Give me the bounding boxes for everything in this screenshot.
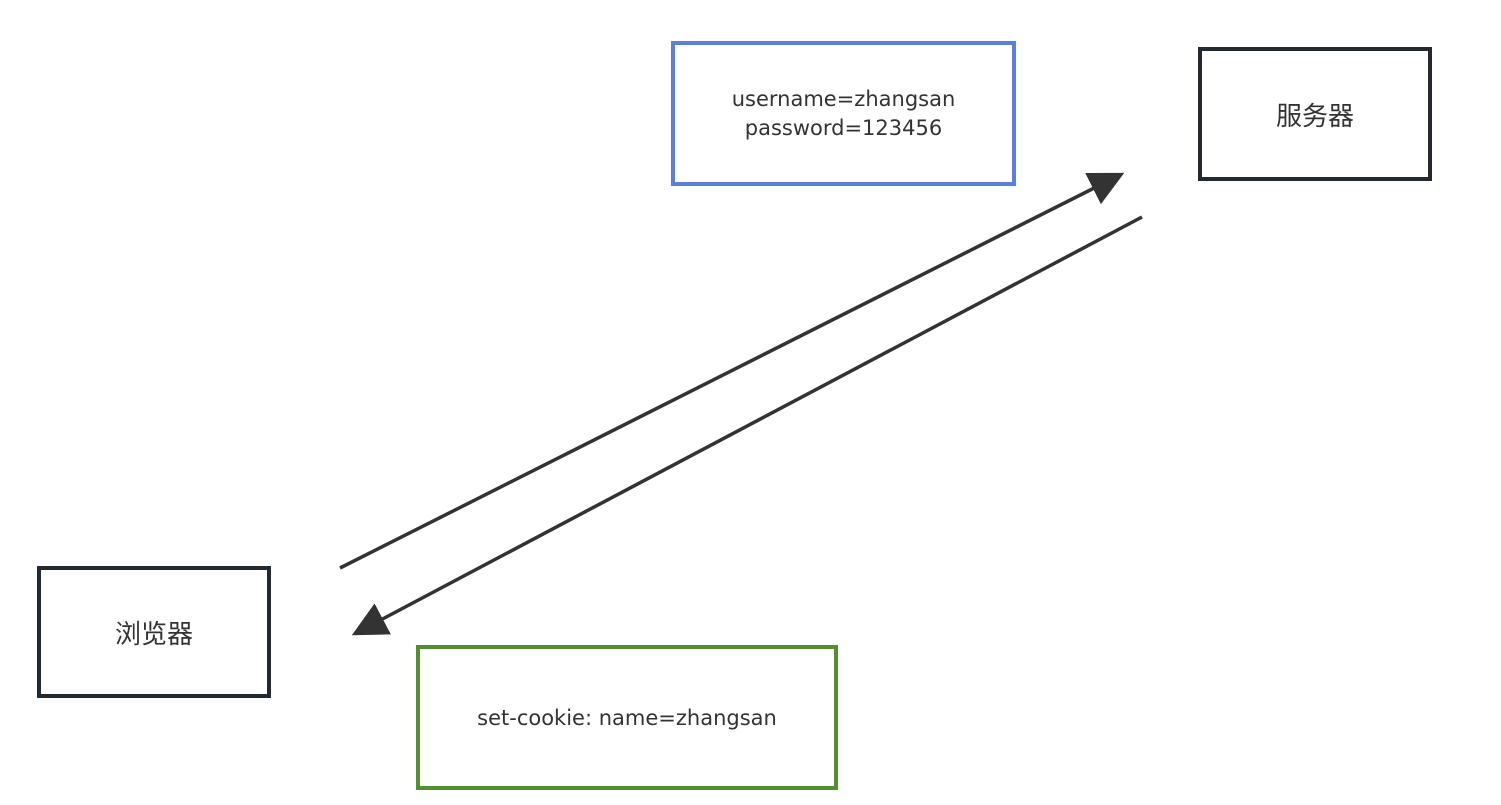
request-label-box: username=zhangsan password=123456	[671, 41, 1016, 186]
browser-node: 浏览器	[37, 566, 271, 698]
request-arrow	[339, 172, 1125, 570]
response-arrow	[351, 215, 1143, 636]
browser-label: 浏览器	[114, 619, 193, 650]
response-set-cookie: set-cookie: name=zhangsan	[477, 705, 777, 730]
request-password: password=123456	[744, 115, 943, 140]
response-label-box: set-cookie: name=zhangsan	[416, 645, 838, 790]
server-label: 服务器	[1275, 101, 1354, 132]
server-node: 服务器	[1198, 47, 1432, 181]
request-username: username=zhangsan	[731, 86, 956, 111]
